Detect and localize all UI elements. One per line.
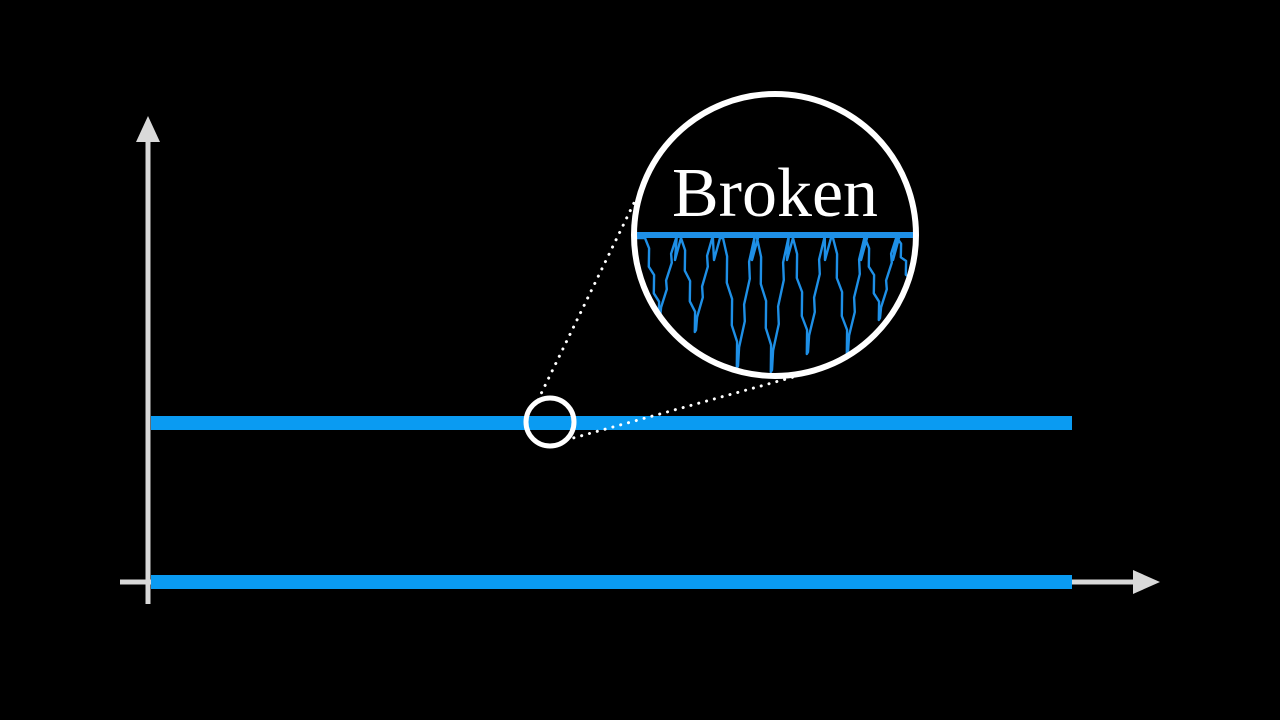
zoom-leader-lines bbox=[536, 201, 799, 442]
zoom-label: Broken bbox=[672, 155, 878, 232]
zoom-baseline bbox=[634, 232, 916, 238]
leader-line-top bbox=[536, 201, 636, 402]
magnify-target-circle bbox=[523, 395, 577, 449]
zoom-bubble: Broken bbox=[631, 91, 919, 379]
x-axis-arrow-icon bbox=[1133, 570, 1160, 594]
upper-signal-line bbox=[151, 416, 1072, 430]
leader-line-bottom bbox=[564, 374, 799, 442]
zoom-waveform bbox=[634, 234, 916, 374]
y-axis-arrow-icon bbox=[136, 116, 160, 142]
lower-signal-line bbox=[151, 575, 1072, 589]
zoom-bubble-outline bbox=[631, 91, 919, 379]
